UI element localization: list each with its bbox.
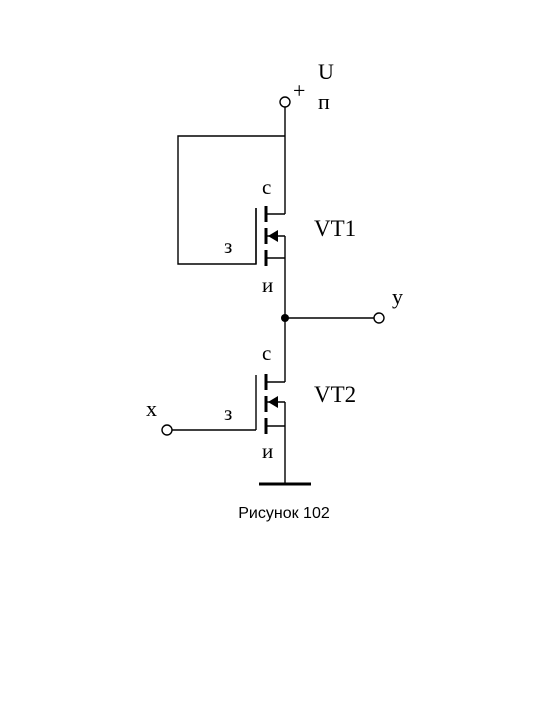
- supply-u-label: U: [318, 59, 334, 84]
- vt1-drain-label: с: [262, 175, 271, 199]
- vt1-transistor: [255, 206, 285, 266]
- vt1-body-arrow: [268, 230, 278, 242]
- vt1-gate-label: з: [224, 234, 232, 258]
- vt2-drain-label: с: [262, 341, 271, 365]
- input-label: x: [146, 396, 157, 421]
- input-terminal: [161, 424, 173, 436]
- vt1-name-label: VT1: [314, 216, 356, 241]
- vt2-gate-label: з: [224, 401, 232, 425]
- figure-caption: Рисунок 102: [238, 505, 330, 522]
- supply-terminal: [279, 96, 291, 108]
- supply-sub-label: п: [318, 89, 330, 114]
- vt2-transistor: [255, 374, 285, 434]
- supply-plus-label: +: [293, 78, 305, 103]
- output-label: y: [392, 284, 403, 309]
- output-terminal: [373, 312, 385, 324]
- vt2-source-label: и: [262, 439, 273, 463]
- vt2-name-label: VT2: [314, 382, 356, 407]
- vt1-source-label: и: [262, 273, 273, 297]
- vt2-body-arrow: [268, 396, 278, 408]
